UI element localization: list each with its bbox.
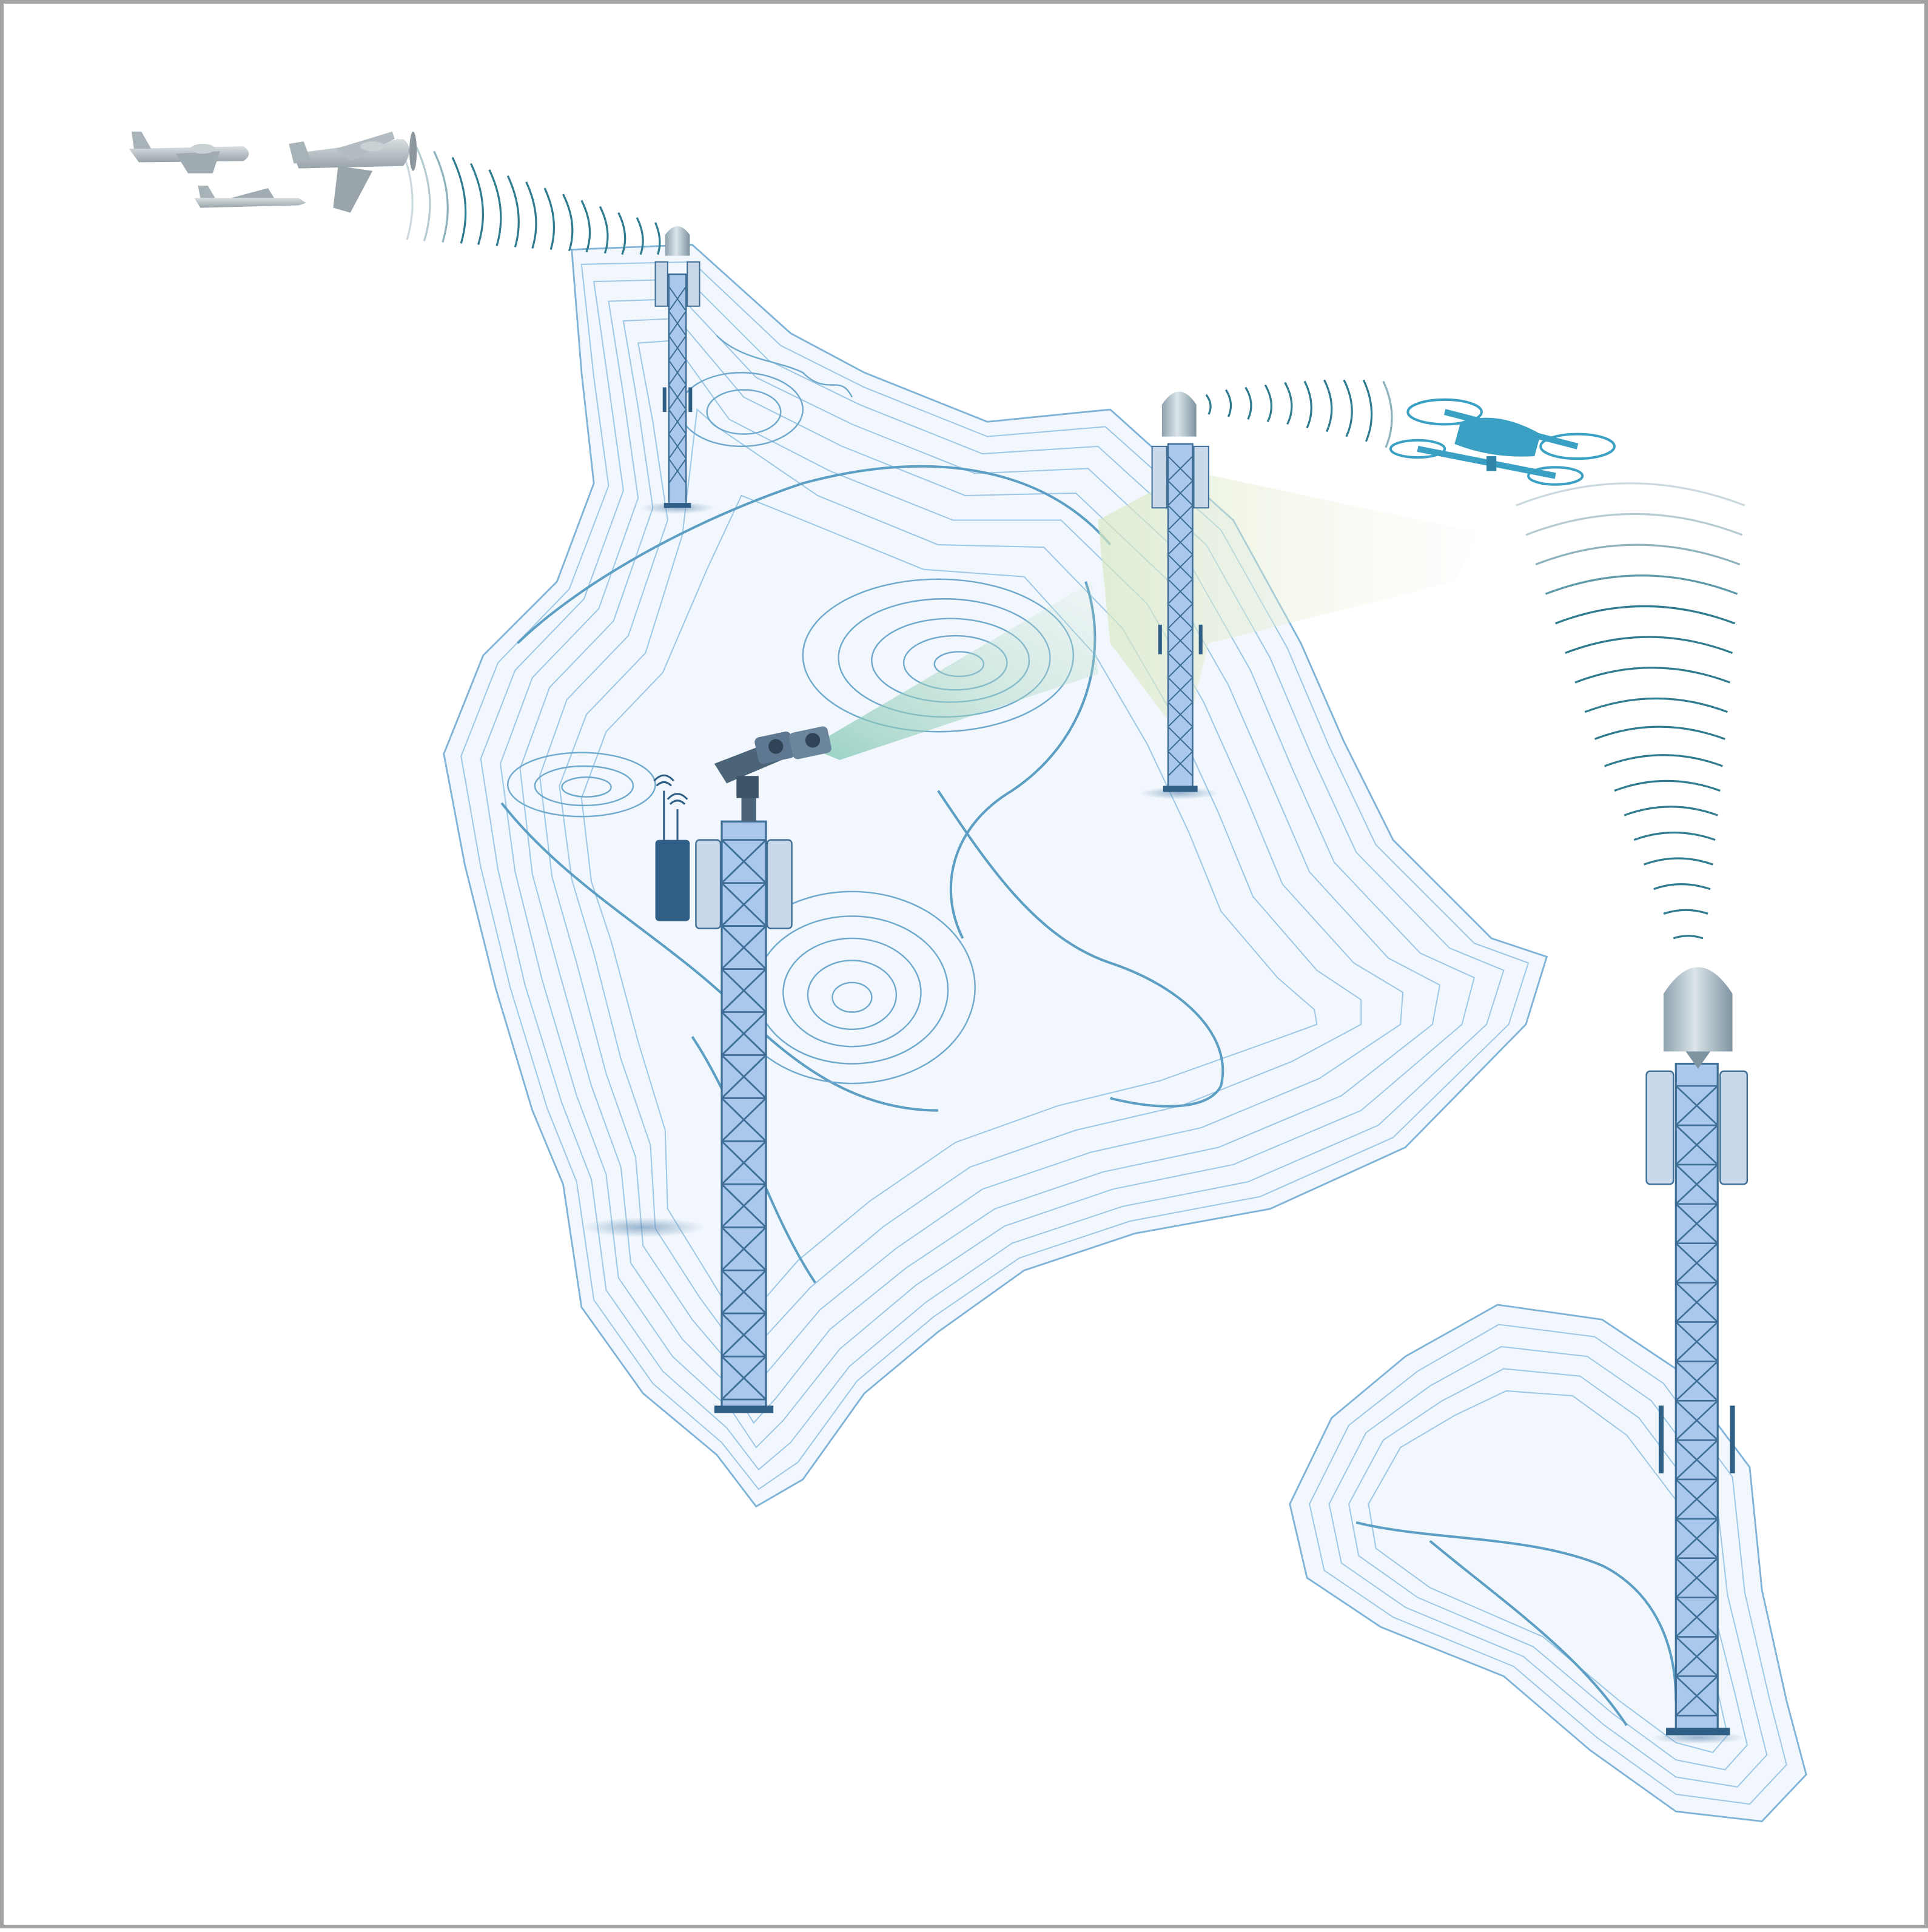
radar-tower-east xyxy=(1645,967,1748,1744)
radar-tower-north xyxy=(640,226,714,514)
summit-mauna-loa xyxy=(728,890,976,1085)
propeller-plane xyxy=(289,131,417,213)
jet-fighter xyxy=(194,186,306,208)
large-island-outline xyxy=(443,243,1548,1508)
signal-waves-center-to-drone xyxy=(1205,379,1393,448)
large-island xyxy=(443,243,1548,1508)
camera-tower xyxy=(581,726,831,1413)
dual-camera xyxy=(714,726,831,798)
small-island-outline xyxy=(1289,1304,1807,1823)
camera-detection-beam xyxy=(808,581,1098,760)
signal-waves-north-to-aircraft xyxy=(396,138,661,255)
small-island xyxy=(1289,1304,1807,1823)
camera-tower-lattice xyxy=(721,839,767,1401)
equipment-cabinet xyxy=(655,840,690,921)
wifi-antenna-icon xyxy=(653,774,688,840)
surveillance-scene xyxy=(129,131,1807,1823)
trainer-aircraft xyxy=(129,131,249,173)
quadcopter-drone xyxy=(1389,398,1616,486)
radar-tower-center xyxy=(1140,391,1219,799)
signal-waves-east-to-drone xyxy=(1516,482,1745,940)
summit-hualalai xyxy=(507,752,656,818)
east-tower-lattice xyxy=(1675,1085,1719,1717)
